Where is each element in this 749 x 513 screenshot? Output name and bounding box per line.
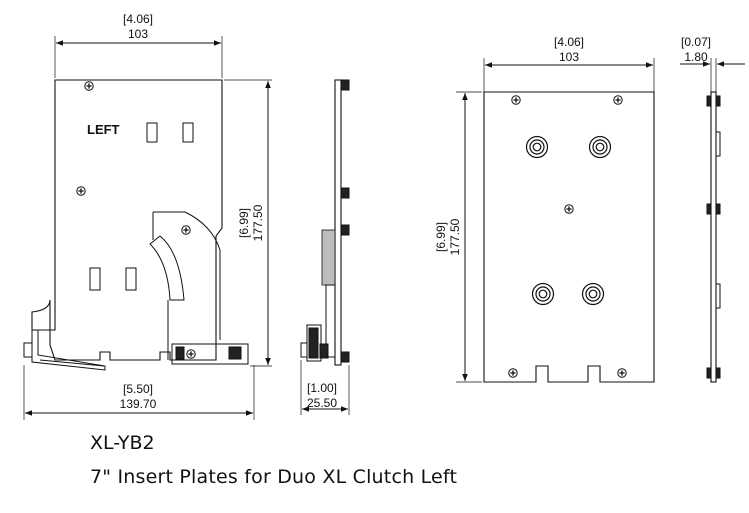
product-description: 7" Insert Plates for Duo XL Clutch Left — [90, 466, 458, 488]
overall-width-mm-label: 139.70 — [120, 397, 157, 411]
front-view-left-plate: [4.06] 103 LEFT [5.5 — [23, 12, 272, 420]
bushing-icon — [581, 282, 605, 306]
screw-icon — [76, 186, 86, 196]
lower-slot-2 — [125, 267, 137, 291]
screw-icon — [84, 81, 94, 91]
front-view-insert-plate: [4.06] 103 [6.99] 177.50 — [434, 35, 655, 383]
bushing-icon — [525, 135, 549, 159]
right-width-mm-label: 103 — [559, 50, 579, 64]
thickness-inch-label: [0.07] — [681, 35, 711, 49]
product-model-code: XL-YB2 — [90, 432, 155, 454]
side-view-left-plate: [1.00] 25.50 — [300, 79, 350, 415]
screw-icon — [181, 225, 191, 235]
upper-slot-2 — [182, 122, 194, 143]
right-width-inch-label: [4.06] — [554, 35, 584, 49]
left-plate-outline — [31, 79, 223, 361]
overall-width-inch-label: [5.50] — [123, 382, 153, 396]
right-height-inch-label: [6.99] — [434, 222, 448, 252]
screw-icon — [186, 349, 196, 359]
side-view-insert-plate: [0.07] 1.80 — [680, 35, 745, 383]
bottom-lever — [31, 329, 106, 371]
left-height-inch-label: [6.99] — [237, 208, 251, 238]
clutch-guide-curve — [149, 211, 221, 340]
bushing-icon — [531, 282, 555, 306]
upper-slot-1 — [146, 122, 158, 143]
side-depth-inch-label: [1.00] — [307, 381, 337, 395]
left-width-mm-label: 103 — [128, 27, 148, 41]
lower-slot-1 — [89, 267, 101, 291]
bushing-icon — [588, 135, 612, 159]
left-height-mm-label: 177.50 — [251, 204, 265, 241]
plate-left-label: LEFT — [87, 122, 120, 137]
right-height-mm-label: 177.50 — [448, 218, 462, 255]
thickness-mm-label: 1.80 — [684, 50, 708, 64]
left-width-inch-label: [4.06] — [123, 12, 153, 26]
side-depth-mm-label: 25.50 — [307, 396, 337, 410]
insert-plate-outline — [483, 91, 655, 383]
